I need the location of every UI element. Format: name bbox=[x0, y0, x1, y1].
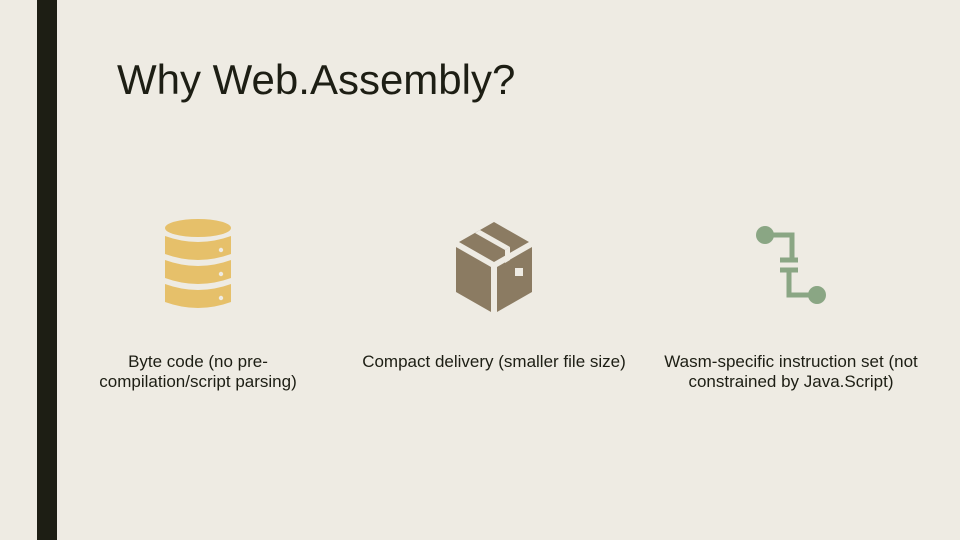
pipeline-icon bbox=[752, 222, 832, 308]
caption-instruction-set: Wasm-specific instruction set (not const… bbox=[664, 352, 918, 391]
caption-byte-code: Byte code (no pre-compilation/script par… bbox=[99, 352, 297, 391]
caption-compact-delivery: Compact delivery (smaller file size) bbox=[362, 352, 626, 371]
database-icon bbox=[163, 218, 233, 312]
package-icon bbox=[453, 216, 535, 314]
slide-title: Why Web.Assembly? bbox=[117, 56, 516, 103]
accent-bar bbox=[37, 0, 57, 540]
